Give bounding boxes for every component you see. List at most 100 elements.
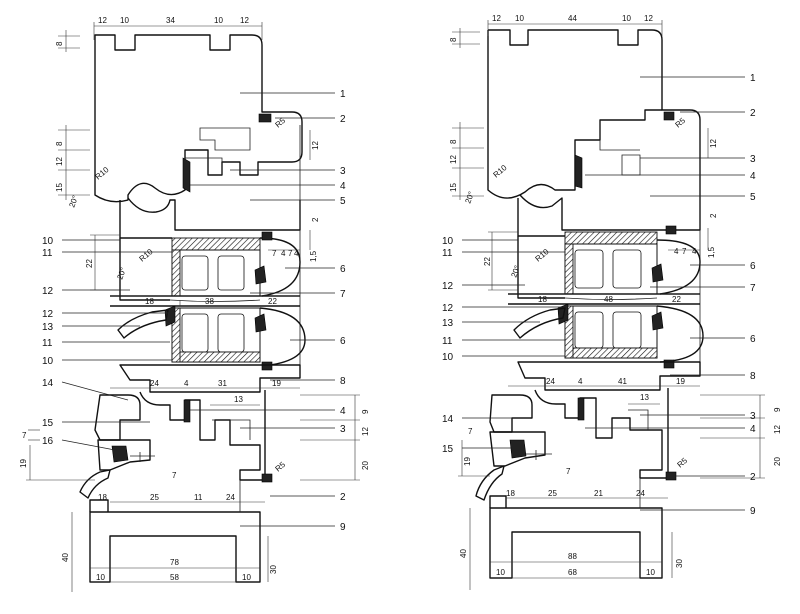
left-gasket-6-bottom (259, 307, 306, 367)
svg-text:8: 8 (449, 139, 458, 144)
svg-text:24: 24 (150, 379, 159, 388)
svg-text:2: 2 (709, 213, 718, 218)
right-callout-3: 3 (750, 154, 756, 165)
right-callout-5: 5 (750, 192, 756, 203)
left-callout-4b: 4 (340, 406, 346, 417)
svg-text:41: 41 (618, 377, 627, 386)
left-sill-14 (94, 394, 141, 441)
svg-text:22: 22 (85, 259, 94, 268)
svg-text:2: 2 (311, 217, 320, 222)
svg-text:R10: R10 (492, 163, 509, 180)
left-callout-2b: 2 (340, 492, 346, 503)
right-callout-13: 13 (442, 318, 454, 329)
svg-text:12: 12 (240, 16, 249, 25)
left-callout-11a: 11 (42, 248, 53, 259)
svg-text:25: 25 (150, 493, 159, 502)
svg-text:19: 19 (463, 457, 472, 466)
right-callout-7: 7 (750, 283, 756, 294)
svg-text:68: 68 (568, 568, 577, 577)
svg-text:9: 9 (361, 409, 370, 414)
right-callout-4: 4 (750, 171, 756, 182)
svg-text:10: 10 (242, 573, 251, 582)
left-seal-4 (182, 157, 191, 193)
left-leaders-left (61, 239, 172, 451)
svg-text:4: 4 (692, 247, 697, 256)
svg-text:10: 10 (515, 14, 524, 23)
left-callout-10b: 10 (42, 356, 54, 367)
svg-text:12: 12 (773, 425, 782, 434)
right-callout-11b: 11 (442, 336, 453, 347)
svg-text:4: 4 (294, 249, 299, 258)
svg-text:13: 13 (234, 395, 243, 404)
svg-text:7: 7 (566, 467, 571, 476)
left-weatherbar-13 (117, 309, 169, 339)
left-dimension-lines (26, 22, 360, 592)
left-section-drawing: 1 2 3 4 5 6 7 6 8 4 3 2 9 10 11 12 12 13… (19, 16, 370, 592)
svg-text:12: 12 (709, 139, 718, 148)
svg-text:7: 7 (172, 471, 177, 480)
left-callout-5: 5 (340, 196, 346, 207)
svg-text:20°: 20° (67, 194, 80, 208)
svg-text:7: 7 (272, 249, 277, 258)
svg-text:10: 10 (496, 568, 505, 577)
right-callout-4b: 4 (750, 424, 756, 435)
svg-text:7: 7 (682, 247, 687, 256)
right-callout-2: 2 (750, 108, 756, 119)
svg-text:78: 78 (170, 558, 179, 567)
svg-text:21: 21 (594, 489, 603, 498)
right-weatherbar-13 (513, 307, 566, 339)
svg-text:18: 18 (145, 297, 154, 306)
svg-text:22: 22 (672, 295, 681, 304)
svg-text:18: 18 (506, 489, 515, 498)
right-callout-6a: 6 (750, 261, 756, 272)
right-callouts-right: 1 2 3 4 5 6 7 6 8 3 4 2 9 (750, 73, 756, 517)
left-dimension-values: 12 10 34 10 12 8 8 12 15 20° 22 20° 7 19… (19, 16, 370, 582)
left-callout-6a: 6 (340, 264, 346, 275)
svg-text:20°: 20° (463, 190, 476, 204)
right-callout-10a: 10 (442, 236, 454, 247)
svg-text:7: 7 (288, 249, 293, 258)
left-callout-7: 7 (340, 289, 346, 300)
svg-text:40: 40 (459, 549, 468, 558)
right-callout-12b: 12 (442, 303, 454, 314)
right-leaders-right (585, 76, 745, 511)
svg-text:12: 12 (644, 14, 653, 23)
right-callout-12a: 12 (442, 281, 454, 292)
left-callout-12b: 12 (42, 309, 54, 320)
svg-text:10: 10 (214, 16, 223, 25)
svg-text:8: 8 (449, 37, 458, 42)
svg-text:20°: 20° (509, 264, 522, 278)
svg-text:4: 4 (281, 249, 286, 258)
right-leaders-left (462, 239, 565, 449)
svg-text:15: 15 (55, 183, 64, 192)
svg-text:58: 58 (170, 573, 179, 582)
svg-text:22: 22 (268, 297, 277, 306)
svg-text:7: 7 (22, 431, 27, 440)
left-callout-12a: 12 (42, 286, 54, 297)
svg-text:12: 12 (98, 16, 107, 25)
right-seal-4 (574, 154, 583, 189)
right-glass-spacer-top (564, 231, 658, 245)
svg-text:4: 4 (184, 379, 189, 388)
left-leaders-right (190, 92, 335, 527)
svg-text:88: 88 (568, 552, 577, 561)
left-top-sash-profile (94, 34, 303, 203)
right-drip (475, 465, 505, 501)
right-sill-15 (489, 431, 546, 467)
right-callouts-left: 10 11 12 12 13 11 10 14 15 (442, 236, 454, 455)
svg-text:24: 24 (226, 493, 235, 502)
right-seal-2 (663, 111, 675, 121)
svg-text:9: 9 (773, 407, 782, 412)
right-callout-3b: 3 (750, 411, 756, 422)
svg-text:24: 24 (546, 377, 555, 386)
svg-text:20: 20 (361, 461, 370, 470)
right-callout-1: 1 (750, 73, 756, 84)
svg-text:15: 15 (449, 183, 458, 192)
svg-text:8: 8 (55, 141, 64, 146)
svg-text:10: 10 (120, 16, 129, 25)
right-callout-8: 8 (750, 371, 756, 382)
left-callout-9: 9 (340, 522, 346, 533)
svg-text:R10: R10 (138, 247, 155, 264)
